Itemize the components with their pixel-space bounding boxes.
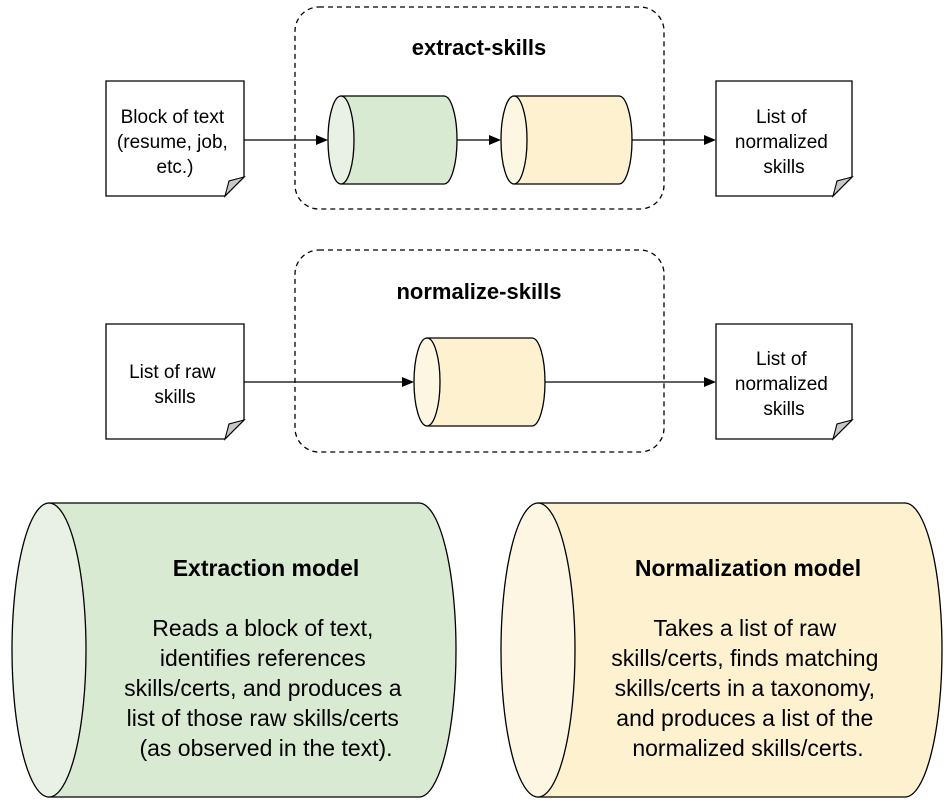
extract-input-line-2: (resume, job,: [117, 132, 228, 153]
normalize-skills-title: normalize-skills: [396, 279, 561, 304]
normalize-output-line-3: skills: [763, 399, 804, 420]
extraction-model-cylinder: [11, 502, 457, 798]
extract-arrow-input-to-extraction: [244, 135, 328, 145]
extract-stage-extraction-cylinder: [327, 95, 458, 185]
extract-input-line-1: Block of text: [121, 107, 225, 128]
extraction-model-description: Reads a block of text, identifies refere…: [124, 615, 408, 761]
normalization-model-title: Normalization model: [635, 555, 861, 581]
normalize-output-document: List of normalized skills: [715, 323, 854, 441]
svg-text:List of normalized: List of normalized skills: [735, 349, 833, 420]
extract-output-document: List of normalized skills: [715, 80, 854, 198]
extract-skills-title: extract-skills: [412, 35, 547, 60]
extract-output-line-1: List of: [756, 107, 807, 128]
extraction-desc-line-1: Reads a block of text,: [152, 615, 373, 641]
extract-skills-group-box: [294, 6, 665, 210]
extract-input-document: Block of text (resume, job, etc.): [105, 80, 246, 198]
svg-text:Block of text (resume, j: Block of text (resume, job, etc.): [117, 107, 233, 178]
extract-stage-normalization-cylinder: [500, 95, 633, 185]
normalization-desc-line-1: Takes a list of raw: [653, 615, 836, 641]
svg-text:List of normalized: List of normalized skills: [735, 107, 833, 178]
extraction-desc-line-3: skills/certs, and produces a: [124, 675, 402, 701]
normalization-desc-line-5: normalized skills/certs.: [632, 735, 863, 761]
normalization-model-description: Takes a list of raw skills/certs, finds …: [611, 615, 885, 761]
extraction-desc-line-5: (as observed in the text).: [139, 735, 392, 761]
normalize-input-document: List of raw skills: [105, 323, 246, 441]
extract-arrow-extraction-to-normalization: [457, 135, 501, 145]
normalization-desc-line-2: skills/certs, finds matching: [611, 645, 878, 671]
normalization-desc-line-3: skills/certs in a taxonomy,: [615, 675, 875, 701]
normalize-output-line-2: normalized: [735, 374, 828, 395]
extract-output-line-3: skills: [763, 157, 804, 178]
svg-text:List of raw skills: List of raw skills: [129, 362, 221, 408]
extract-output-line-2: normalized: [735, 132, 828, 153]
extraction-desc-line-2: identifies references: [160, 645, 366, 671]
extraction-model-title: Extraction model: [173, 555, 360, 581]
extract-arrow-normalization-to-output: [632, 135, 716, 145]
normalize-input-line-1: List of raw: [129, 362, 216, 383]
normalize-arrow-normalization-to-output: [545, 377, 716, 387]
normalize-skills-group-box: [294, 249, 665, 453]
extract-input-line-3: etc.): [157, 157, 194, 178]
normalize-stage-normalization-cylinder: [413, 337, 546, 427]
extraction-desc-line-4: list of those raw skills/certs: [127, 705, 399, 731]
normalize-arrow-input-to-normalization: [244, 377, 414, 387]
normalization-model-cylinder: [500, 502, 943, 798]
normalization-desc-line-4: and produces a list of the: [616, 705, 873, 731]
normalize-output-line-1: List of: [756, 349, 807, 370]
normalize-input-line-2: skills: [154, 387, 195, 408]
